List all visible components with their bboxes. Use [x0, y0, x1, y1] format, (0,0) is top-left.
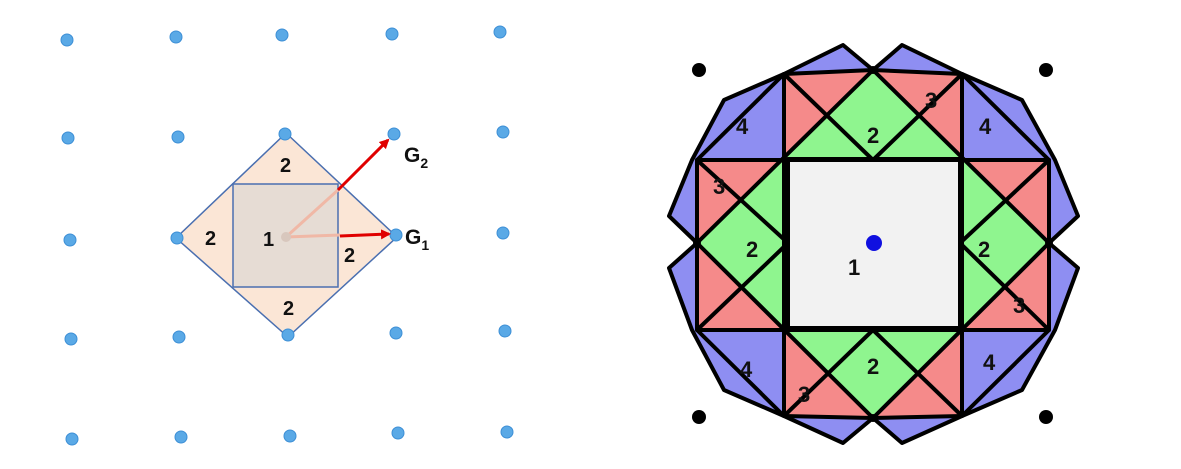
lattice-point: [63, 233, 77, 247]
lattice-point: [283, 429, 297, 443]
lattice-point: [64, 332, 78, 346]
lattice-points: [60, 25, 514, 446]
vector-label-g1-name: G: [405, 226, 421, 249]
lattice-point: [389, 326, 403, 340]
zone-label-right: 2: [344, 245, 355, 267]
vector-label-g2: G2: [404, 144, 428, 171]
lattice-point: [496, 226, 510, 240]
label-red-bottom-left: 3: [798, 382, 810, 407]
lattice-point: [391, 426, 405, 440]
lattice-point: [171, 130, 185, 144]
corner-dot-bottom-right: [1039, 410, 1053, 424]
label-green-bottom: 2: [867, 354, 879, 379]
right-diagram: [667, 43, 1080, 445]
label-blue-top-left: 4: [736, 114, 749, 139]
lattice-point: [65, 432, 79, 446]
vector-label-g1-subscript: 1: [421, 237, 429, 253]
g1-guide-line: [285, 233, 341, 239]
left-diagram: 1 2 2 2 2 G2 G1: [60, 25, 514, 446]
lattice-point: [496, 125, 510, 139]
vector-label-g2-name: G: [404, 144, 420, 167]
label-red-left-top: 3: [713, 174, 725, 199]
vertex-dot-top: [869, 66, 877, 74]
corner-dot-top-right: [1039, 63, 1053, 77]
zone-label-center: 1: [263, 229, 274, 251]
lattice-point: [61, 131, 75, 145]
zone-label-top: 2: [280, 155, 291, 177]
g2-vector-arrow: [336, 138, 390, 192]
lattice-point: [278, 127, 292, 141]
label-green-top: 2: [867, 123, 879, 148]
lattice-point: [169, 30, 183, 44]
label-red-top-right: 3: [925, 88, 937, 113]
lattice-point: [498, 324, 512, 338]
lattice-point: [281, 328, 295, 342]
label-blue-bottom-left: 4: [740, 357, 753, 382]
zone-label-bottom: 2: [283, 298, 294, 320]
lattice-point: [172, 330, 186, 344]
vector-label-g2-subscript: 2: [420, 155, 428, 171]
lattice-point: [385, 27, 399, 41]
label-green-right: 2: [978, 237, 990, 262]
origin-point: [281, 232, 291, 242]
label-blue-top-right: 4: [979, 114, 992, 139]
corner-dot-top-left: [692, 63, 706, 77]
corner-dot-bottom-left: [692, 410, 706, 424]
zone-label-left: 2: [205, 228, 216, 250]
lattice-point: [275, 28, 289, 42]
label-green-left: 2: [746, 237, 758, 262]
label-center: 1: [848, 255, 860, 280]
vertex-dot-right: [1045, 239, 1053, 247]
vector-label-g1: G1: [405, 226, 429, 253]
vertex-dot-bottom: [869, 414, 877, 422]
lattice-point: [493, 25, 507, 39]
vertex-dot-left: [693, 239, 701, 247]
lattice-point: [60, 33, 74, 47]
g2-guide-line: [284, 188, 340, 239]
right-diagram-labels: 1 2 2 2 2 3 3 3 3 4 4 4 4: [713, 88, 1025, 407]
label-red-right-bottom: 3: [1013, 293, 1025, 318]
lattice-point: [387, 127, 401, 141]
lattice-point: [389, 228, 403, 242]
zone-divider-lines: [695, 72, 1051, 418]
lattice-point: [174, 430, 188, 444]
bz-center-dot: [866, 235, 882, 251]
lattice-point: [170, 231, 184, 245]
label-blue-bottom-right: 4: [983, 350, 996, 375]
lattice-point: [500, 425, 514, 439]
g1-vector-arrow: [339, 229, 391, 240]
